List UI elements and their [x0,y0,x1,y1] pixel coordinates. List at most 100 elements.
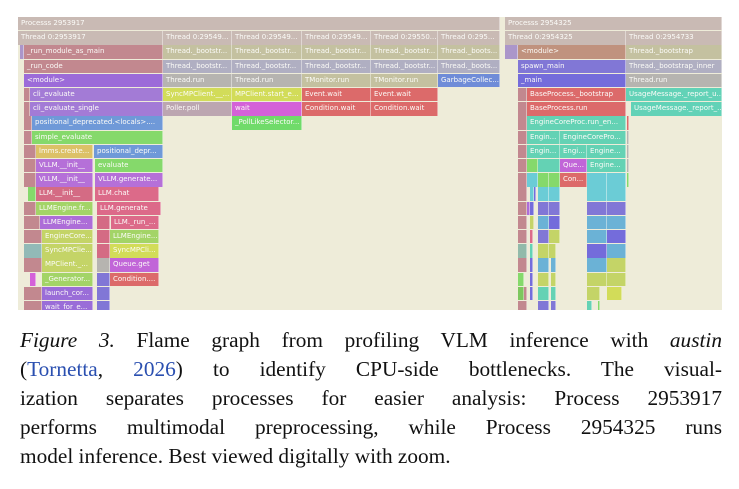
flame-frame[interactable]: Thread.run [626,73,722,88]
flame-frame[interactable]: Que... [560,159,587,173]
citation-year-link[interactable]: 2026 [133,357,176,381]
flame-frame-narrow[interactable] [97,244,110,258]
flame-frame[interactable]: Thread 0:295... [438,31,500,45]
flame-frame-narrow[interactable] [24,244,42,258]
flame-frame-narrow[interactable] [20,45,24,59]
flame-frame-narrow[interactable] [587,215,607,230]
flame-frame[interactable]: _Generator... [42,272,93,286]
flame-frame[interactable]: EngineCorePro... [560,130,626,144]
flame-frame-narrow[interactable] [24,230,42,244]
flame-frame[interactable]: SyncMPClient.__... [163,88,232,102]
flame-frame-narrow[interactable] [538,187,549,201]
flame-frame-narrow[interactable] [24,215,40,230]
flame-frame-narrow[interactable] [587,173,607,187]
flame-frame-narrow[interactable] [587,286,600,301]
flame-frame[interactable]: UsageMessage._report_u... [626,88,722,102]
flame-frame-narrow[interactable] [627,159,629,173]
flame-frame[interactable]: VLLM.__init__ [36,159,93,173]
flame-frame-narrow[interactable] [538,244,549,258]
flame-frame-narrow[interactable] [24,258,42,272]
flame-frame[interactable]: Thread 0:29549... [302,31,371,45]
flame-frame-narrow[interactable] [97,286,110,301]
flame-frame[interactable]: Engine... [587,144,626,159]
flame-frame[interactable]: Thread 0:2954325 [505,31,626,45]
flame-frame-narrow[interactable] [549,244,556,258]
citation-author-link[interactable]: Tornetta [27,357,98,381]
flame-frame-narrow[interactable] [518,187,527,201]
flame-frame-narrow[interactable] [24,88,30,102]
flame-frame-narrow[interactable] [530,272,533,286]
flame-frame[interactable]: _run_code [24,59,163,73]
flame-frame[interactable]: LLM._run_... [111,215,159,230]
flame-frame-narrow[interactable] [530,201,534,215]
flame-frame-narrow[interactable] [607,230,626,244]
flame-frame-narrow[interactable] [505,45,518,59]
flame-frame-narrow[interactable] [607,272,626,286]
flame-frame[interactable]: Thread._bootstr... [232,59,302,73]
flame-frame[interactable]: Queue.get [110,258,159,272]
flame-frame-narrow[interactable] [587,244,607,258]
flame-frame[interactable]: MPClient._... [42,258,93,272]
flame-frame-narrow[interactable] [627,144,629,159]
flame-frame-narrow[interactable] [530,230,533,244]
flame-frame[interactable]: Thread.run [232,73,302,88]
flame-frame-narrow[interactable] [518,144,527,159]
flame-frame-narrow[interactable] [530,215,534,230]
flame-frame[interactable]: Condition.... [110,272,159,286]
flame-frame-narrow[interactable] [538,301,549,310]
flame-frame[interactable]: <module> [24,73,163,88]
flame-frame-narrow[interactable] [518,130,527,144]
flame-frame-narrow[interactable] [607,201,626,215]
flame-frame-narrow[interactable] [587,230,607,244]
flame-frame-narrow[interactable] [530,286,533,301]
flame-frame[interactable]: spawn_main [518,59,626,73]
flame-frame-narrow[interactable] [549,173,560,187]
flame-frame-narrow[interactable] [97,258,110,272]
flame-frame-narrow[interactable] [607,187,626,201]
flame-frame[interactable]: LLM.__init__ [36,187,93,201]
flame-frame[interactable]: Engine... [587,159,626,173]
flame-frame-narrow[interactable] [587,272,607,286]
flame-frame-narrow[interactable] [527,201,530,215]
flame-frame-narrow[interactable] [587,187,607,201]
flame-frame[interactable]: Thread 0:29550... [371,31,438,45]
flame-frame[interactable]: Processs 2953917 [18,17,500,31]
flame-frame[interactable]: BaseProcess._bootstrap [527,88,626,102]
flame-frame-narrow[interactable] [518,215,527,230]
flame-frame-narrow[interactable] [538,230,549,244]
flame-frame[interactable]: simple_evaluate [32,130,163,144]
flame-frame[interactable]: lmms.create... [36,144,93,159]
flame-frame-narrow[interactable] [607,173,626,187]
flame-frame[interactable]: Condition.wait [371,102,438,116]
flame-frame-narrow[interactable] [598,301,600,310]
flame-frame-narrow[interactable] [627,116,629,130]
flame-frame[interactable]: launch_cor... [42,286,93,301]
flame-frame[interactable]: Thread 0:2953917 [18,31,163,45]
flame-frame-narrow[interactable] [549,187,560,201]
flame-frame[interactable]: cli_evaluate_single [30,102,163,116]
flame-frame[interactable]: Con... [560,173,587,187]
flame-frame[interactable]: Thread._bootstr... [163,45,232,59]
flame-frame-narrow[interactable] [518,201,527,215]
flame-frame[interactable]: EngineCore... [42,230,93,244]
flame-frame-narrow[interactable] [97,301,110,310]
flame-frame-narrow[interactable] [28,187,36,201]
flame-frame-narrow[interactable] [24,130,32,144]
flame-frame[interactable]: Thread 0:29549... [163,31,232,45]
flame-frame-narrow[interactable] [534,187,536,201]
flame-frame-narrow[interactable] [518,116,527,130]
flame-frame[interactable]: SyncMPCli... [110,244,159,258]
flame-frame[interactable]: LLMEngine.fr... [36,201,93,215]
flame-frame-narrow[interactable] [97,215,110,230]
flame-frame[interactable]: Thread 0:2954733 [626,31,722,45]
flame-frame[interactable]: Thread._bootstr... [302,59,371,73]
flame-frame[interactable]: LLMEngine... [40,215,93,230]
flame-frame-narrow[interactable] [538,201,549,215]
flame-frame[interactable]: Thread._bootstr... [232,45,302,59]
flame-frame-narrow[interactable] [518,272,524,286]
flame-frame[interactable]: cli_evaluate [30,88,163,102]
flame-frame[interactable]: Thread._bootstr... [371,59,438,73]
flame-frame[interactable]: wait [232,102,302,116]
flame-frame-narrow[interactable] [24,301,42,310]
flame-frame-narrow[interactable] [24,159,36,173]
